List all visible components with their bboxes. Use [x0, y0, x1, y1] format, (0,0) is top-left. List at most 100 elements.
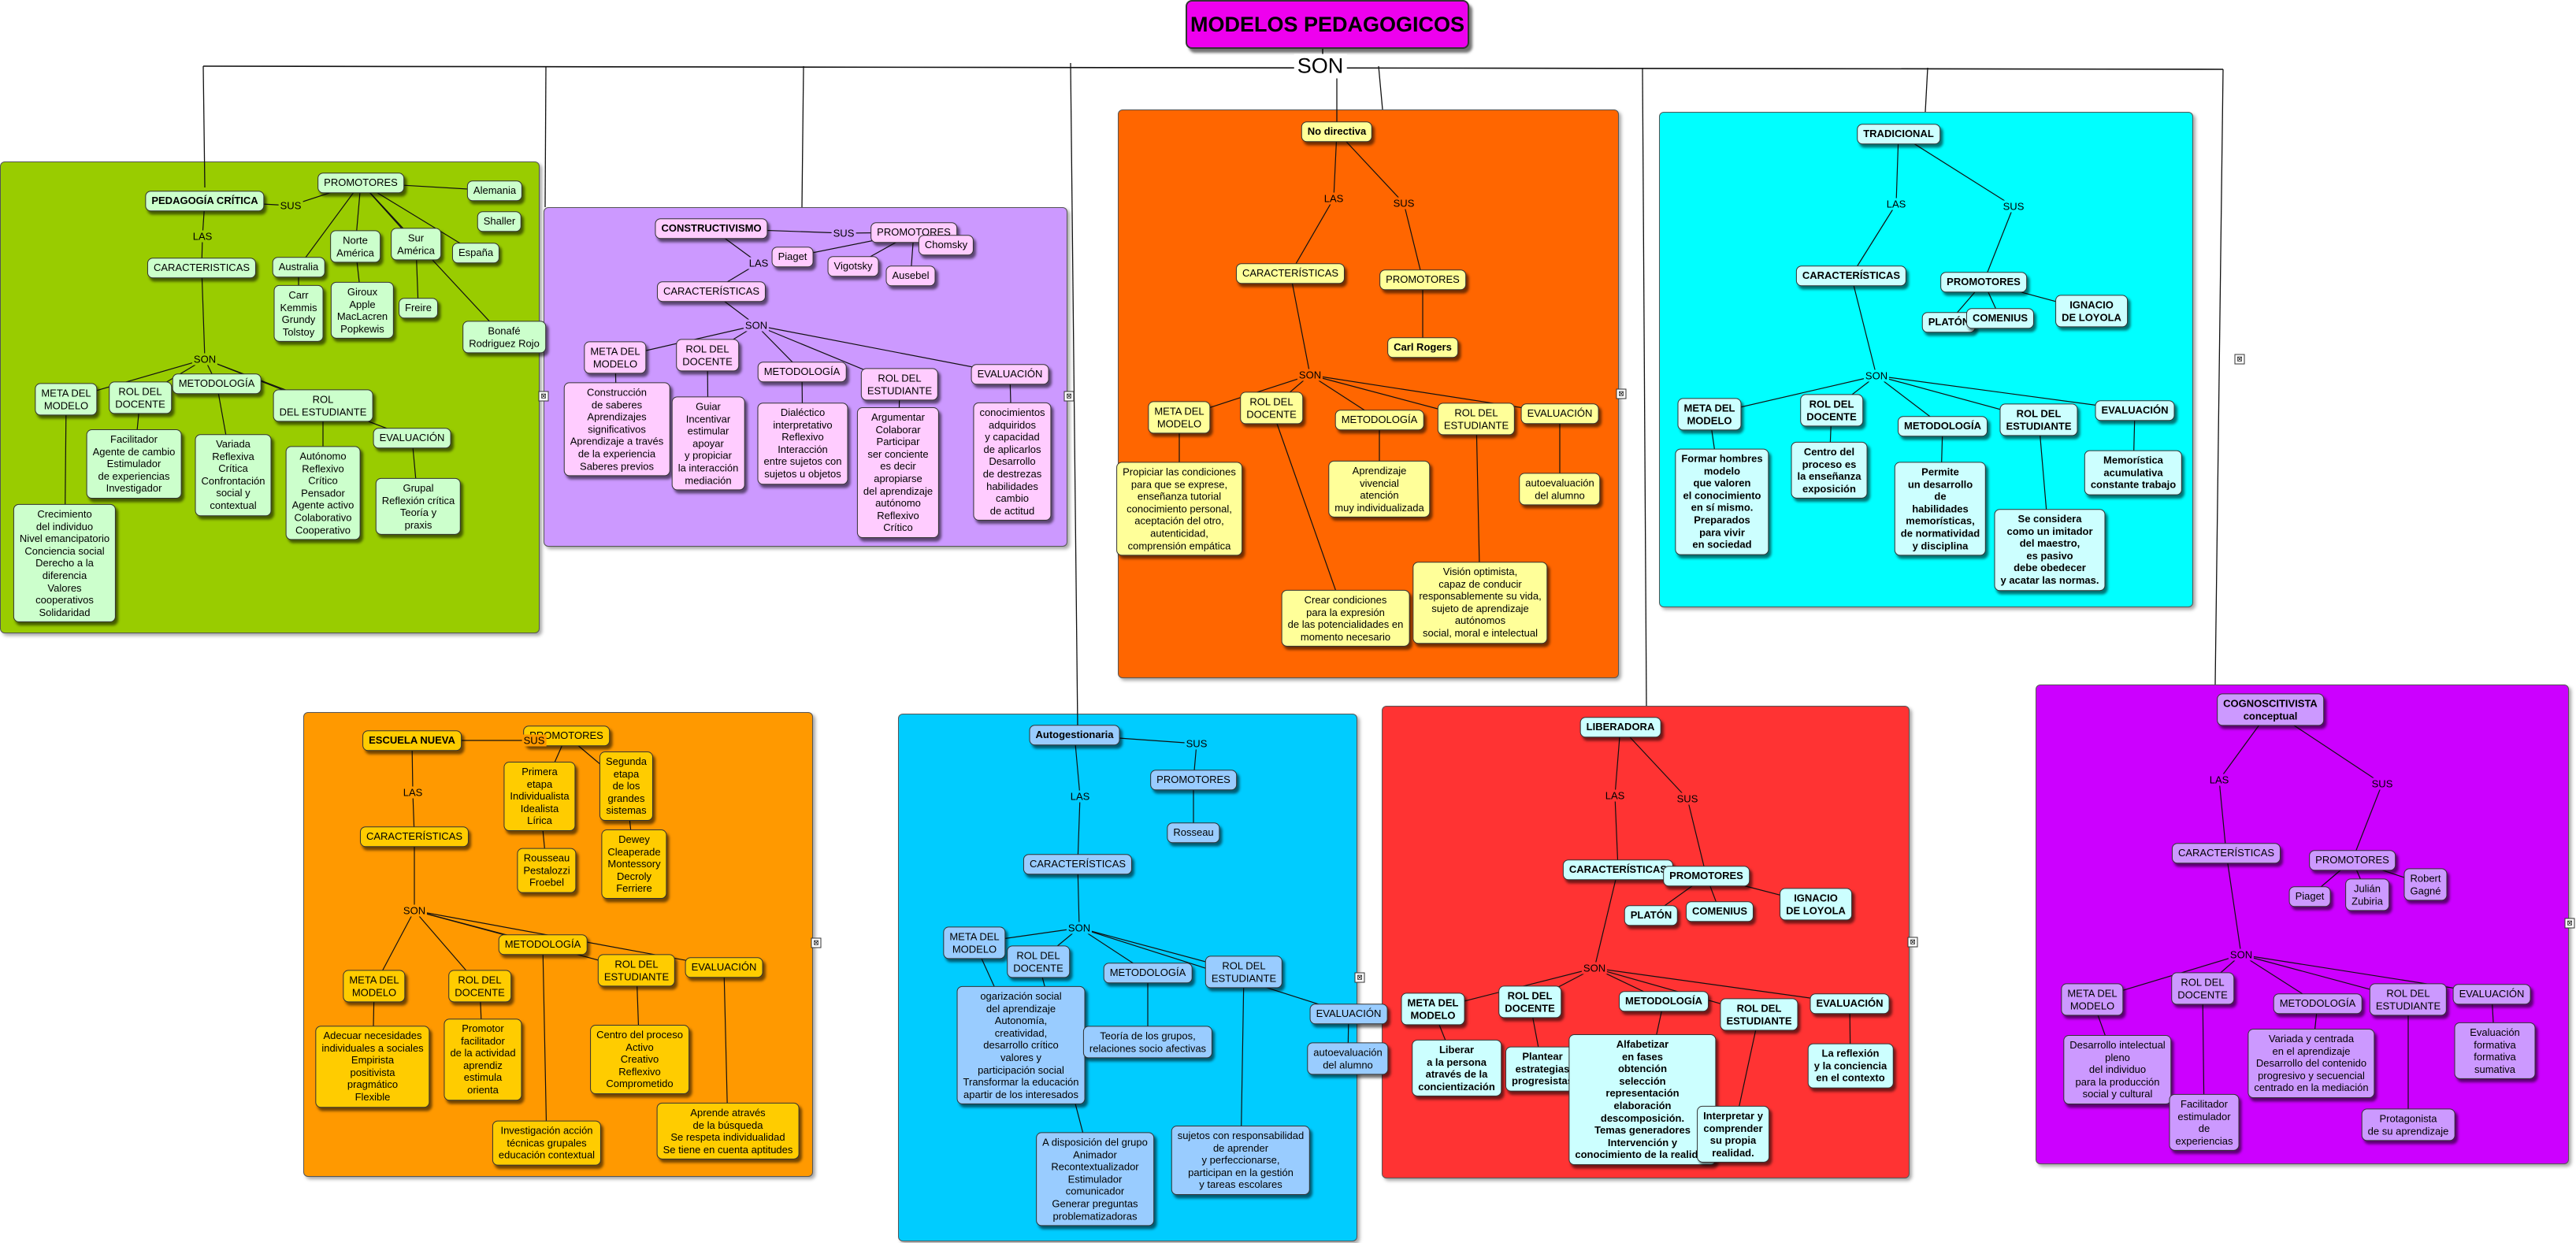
concept-node[interactable]: ROL DEL ESTUDIANTE [273, 389, 373, 422]
concept-node[interactable]: COMENIUS [1685, 901, 1754, 922]
concept-node[interactable]: EVALUACIÓN [1309, 1004, 1388, 1024]
concept-node[interactable]: ROL DEL DOCENTE [1498, 985, 1561, 1019]
concept-node[interactable]: ROL DEL DOCENTE [109, 381, 172, 414]
concept-node[interactable]: Argumentar Colaborar Participar ser conc… [856, 407, 940, 538]
concept-node[interactable]: META DEL MODELO [35, 383, 98, 416]
concept-node[interactable]: CARACTERÍSTICAS [1562, 859, 1674, 880]
concept-node[interactable]: Rousseau Pestalozzi Froebel [517, 848, 577, 893]
collapse-toggle-icon[interactable]: ⊠ [1354, 972, 1365, 983]
collapse-toggle-icon[interactable]: ⊠ [2234, 354, 2245, 365]
concept-node[interactable]: PROMOTORES [1379, 269, 1466, 290]
model-title-node[interactable]: LIBERADORA [1579, 717, 1661, 737]
concept-node[interactable]: PROMOTORES [1940, 272, 2027, 292]
concept-node[interactable]: Norte América [330, 230, 380, 263]
concept-node[interactable]: Alemania [466, 180, 523, 201]
collapse-toggle-icon[interactable]: ⊠ [811, 937, 822, 948]
concept-node[interactable]: Variada y centrada en el aprendizaje Des… [2248, 1029, 2375, 1098]
concept-node[interactable]: METODOLOGÍA [172, 373, 262, 394]
concept-node[interactable]: IGNACIO DE LOYOLA [1780, 888, 1852, 921]
concept-node[interactable]: META DEL MODELO [1677, 398, 1742, 431]
concept-node[interactable]: META DEL MODELO [1401, 993, 1465, 1026]
concept-node[interactable]: Robert Gagné [2403, 868, 2448, 901]
concept-node[interactable]: Piaget [771, 247, 814, 267]
concept-node[interactable]: Liberar a la persona através de la conci… [1412, 1039, 1501, 1097]
concept-node[interactable]: Piaget [2288, 886, 2331, 907]
concept-node[interactable]: Investigación acción técnicas grupales e… [492, 1120, 602, 1166]
concept-node[interactable]: PROMOTORES [1150, 770, 1237, 790]
concept-node[interactable]: META DEL MODELO [943, 926, 1006, 959]
concept-node[interactable]: Crear condiciones para la expresión de l… [1281, 589, 1410, 647]
concept-node[interactable]: Grupal Reflexión crítica Teoría y praxis [375, 477, 462, 536]
concept-node[interactable]: METODOLOGÍA [1334, 410, 1424, 430]
concept-node[interactable]: EVALUACIÓN [1810, 993, 1890, 1014]
concept-node[interactable]: Aprende através de la búsqueda Se respet… [656, 1102, 800, 1160]
concept-node[interactable]: Teoría de los grupos, relaciones socio a… [1082, 1026, 1213, 1059]
concept-node[interactable]: METODOLOGÍA [1898, 416, 1988, 436]
model-title-node[interactable]: COGNOSCITIVISTA conceptual [2217, 693, 2324, 726]
concept-node[interactable]: Bonafé Rodriguez Rojo [462, 321, 546, 354]
concept-node[interactable]: META DEL MODELO [343, 970, 406, 1003]
concept-node[interactable]: Protagonista de su aprendizaje [2361, 1108, 2455, 1141]
concept-node[interactable]: España [451, 243, 500, 263]
concept-node[interactable]: EVALUACIÓN [685, 957, 763, 978]
concept-node[interactable]: Vigotsky [827, 256, 879, 276]
concept-node[interactable]: Sur América [391, 228, 441, 261]
concept-node[interactable]: PROMOTORES [2309, 850, 2396, 870]
concept-node[interactable]: La reflexión y la conciencia en el conte… [1807, 1043, 1894, 1089]
concept-node[interactable]: CARACTERISTICAS [147, 258, 257, 278]
concept-node[interactable]: Crecimiento del individuo Nivel emancipa… [13, 503, 117, 623]
collapse-toggle-icon[interactable]: ⊠ [1063, 391, 1075, 402]
concept-node[interactable]: METODOLOGÍA [757, 362, 847, 382]
collapse-toggle-icon[interactable]: ⊠ [1616, 388, 1627, 399]
concept-node[interactable]: CARACTERÍSTICAS [359, 826, 470, 847]
concept-node[interactable]: CARACTERÍSTICAS [1235, 263, 1346, 284]
concept-node[interactable]: Dewey Cleaperade Montessory Decroly Ferr… [601, 829, 667, 899]
concept-node[interactable]: Memorística acumulativa constante trabaj… [2084, 450, 2183, 495]
concept-node[interactable]: Ausebel [885, 265, 936, 286]
concept-node[interactable]: ROL DEL DOCENTE [1800, 394, 1863, 427]
concept-node[interactable]: Centro del proceso es la enseñanza expos… [1791, 441, 1868, 499]
concept-node[interactable]: conocimientos adquiridos y capacidad de … [973, 402, 1052, 521]
concept-node[interactable]: Facilitador Agente de cambio Estimulador… [86, 429, 182, 499]
concept-node[interactable]: Carl Rogers [1387, 337, 1458, 358]
concept-node[interactable]: META DEL MODELO [2061, 983, 2124, 1016]
model-title-node[interactable]: CONSTRUCTIVISMO [655, 218, 768, 239]
concept-node[interactable]: Dialéctico interpretativo Reflexivo Inte… [757, 403, 848, 484]
concept-node[interactable]: ROL DEL DOCENTE [676, 339, 739, 372]
model-title-node[interactable]: ESCUELA NUEVA [362, 730, 462, 751]
concept-node[interactable]: Evaluación formativa formativa sumativa [2454, 1022, 2536, 1080]
concept-node[interactable]: EVALUACIÓN [1520, 403, 1599, 424]
concept-node[interactable]: ROL DEL ESTUDIANTE [860, 368, 939, 401]
concept-node[interactable]: ROL DEL ESTUDIANTE [1437, 403, 1516, 436]
concept-node[interactable]: Construcción de saberes Aprendizajes sig… [563, 382, 670, 477]
concept-node[interactable]: ROL DEL ESTUDIANTE [1999, 403, 2078, 436]
concept-node[interactable]: EVALUACIÓN [971, 364, 1049, 384]
concept-node[interactable]: METODOLOGÍA [2273, 993, 2363, 1014]
concept-node[interactable]: EVALUACIÓN [373, 428, 451, 448]
concept-node[interactable]: sujetos con responsabilidad de aprender … [1171, 1126, 1311, 1195]
concept-node[interactable]: autoevaluación del alumno [1307, 1042, 1389, 1075]
concept-node[interactable]: Julián Zubiria [2345, 878, 2389, 911]
concept-node[interactable]: EVALUACIÓN [2452, 984, 2531, 1004]
concept-node[interactable]: PROMOTORES [317, 173, 404, 193]
concept-node[interactable]: Giroux Apple MacLacren Popkewis [330, 281, 395, 340]
concept-node[interactable]: METODOLOGÍA [1619, 991, 1709, 1011]
collapse-toggle-icon[interactable]: ⊠ [1907, 937, 1918, 948]
concept-node[interactable]: Variada Reflexiva Crítica Confrontación … [195, 434, 272, 516]
collapse-toggle-icon[interactable]: ⊠ [2564, 918, 2575, 929]
concept-node[interactable]: Rosseau [1167, 822, 1220, 843]
concept-node[interactable]: Centro del proceso Activo Creativo Refle… [590, 1025, 689, 1094]
model-title-node[interactable]: Autogestionaria [1029, 725, 1120, 745]
concept-node[interactable]: Promotor facilitador de la actividad apr… [444, 1019, 522, 1100]
concept-node[interactable]: Facilitador estimulador de experiencias [2169, 1093, 2240, 1152]
concept-node[interactable]: Propiciar las condiciones para que se ex… [1116, 462, 1242, 556]
concept-node[interactable]: ROL DEL ESTUDIANTE [1204, 955, 1283, 989]
model-title-node[interactable]: PEDAGOGÍA CRÍTICA [145, 191, 265, 211]
concept-node[interactable]: Guiar Incentivar estimular apoyar y prop… [671, 396, 745, 491]
concept-node[interactable]: ROL DEL ESTUDIANTE [1720, 998, 1798, 1031]
concept-node[interactable]: ROL DEL DOCENTE [1007, 945, 1070, 978]
concept-node[interactable]: Primera etapa Individualista Idealista L… [503, 762, 576, 831]
concept-node[interactable]: ROL DEL DOCENTE [1240, 391, 1303, 425]
concept-node[interactable]: autoevaluación del alumno [1519, 473, 1601, 506]
concept-node[interactable]: EVALUACIÓN [2095, 400, 2175, 421]
